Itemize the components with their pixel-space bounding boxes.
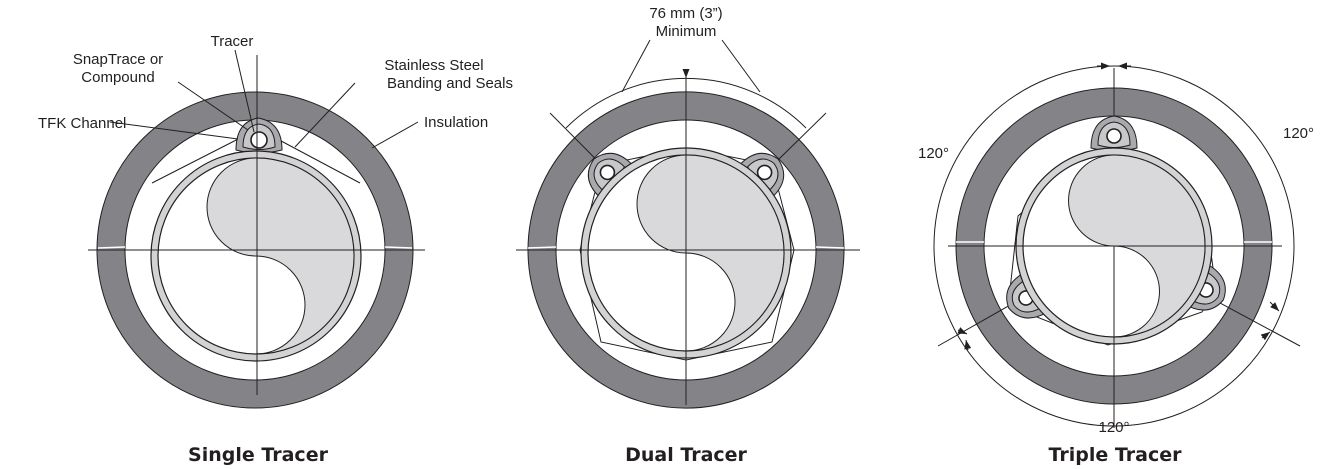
tracer-top [1090,115,1138,152]
tracer-right [739,152,785,198]
pipe-fill-swirl [206,157,355,355]
label-tfk-channel: TFK Channel [38,115,126,132]
label-spacing-1: 76 mm (3”) [649,5,722,22]
insulation-seam-right [815,246,845,249]
insulation-seam-left [97,246,126,249]
banding-right [267,133,361,184]
label-angle-right: 120° [1283,125,1314,142]
leader-tfk-channel [109,121,239,140]
single-tracer-figure: Tracer SnapTrace or Compound TFK Channel… [38,33,513,466]
tracer-left [587,152,633,198]
caption-triple: Triple Tracer [1049,444,1183,466]
insulation-seam-right [384,246,413,249]
label-steel-1: Stainless Steel [384,57,483,74]
banding-left [151,133,249,184]
caption-dual: Dual Tracer [625,444,747,466]
arrow-left-inner [964,339,972,351]
label-spacing-2: Minimum [656,23,717,40]
leader-snaptrace [177,81,249,131]
label-snaptrace-2: Compound [81,69,154,86]
leader-spacing-right [721,39,761,93]
label-angle-left: 120° [918,145,949,162]
arrow-right-inner [1260,331,1271,341]
label-tracer: Tracer [211,33,254,50]
label-insulation: Insulation [424,114,488,131]
leader-insulation [371,121,419,149]
label-angle-bottom: 120° [1098,419,1129,436]
arrow-right-outer [1269,301,1280,312]
label-steel-2: Banding and Seals [387,75,513,92]
leader-spacing-left [621,39,651,93]
label-snaptrace-1: SnapTrace or [73,51,163,68]
triple-tracer-figure: 120° 120° 120° Triple Tracer [918,62,1314,466]
insulation-seam-left [527,246,557,249]
leader-tracer [234,49,255,133]
caption-single: Single Tracer [188,444,329,466]
tracer-tube [250,131,268,149]
arrow-left-outer [957,327,968,335]
pipe-fill-swirl [636,154,785,352]
dual-tracer-figure: 76 mm (3”) Minimum Dual Tracer [516,5,860,466]
leader-banding [294,82,356,148]
